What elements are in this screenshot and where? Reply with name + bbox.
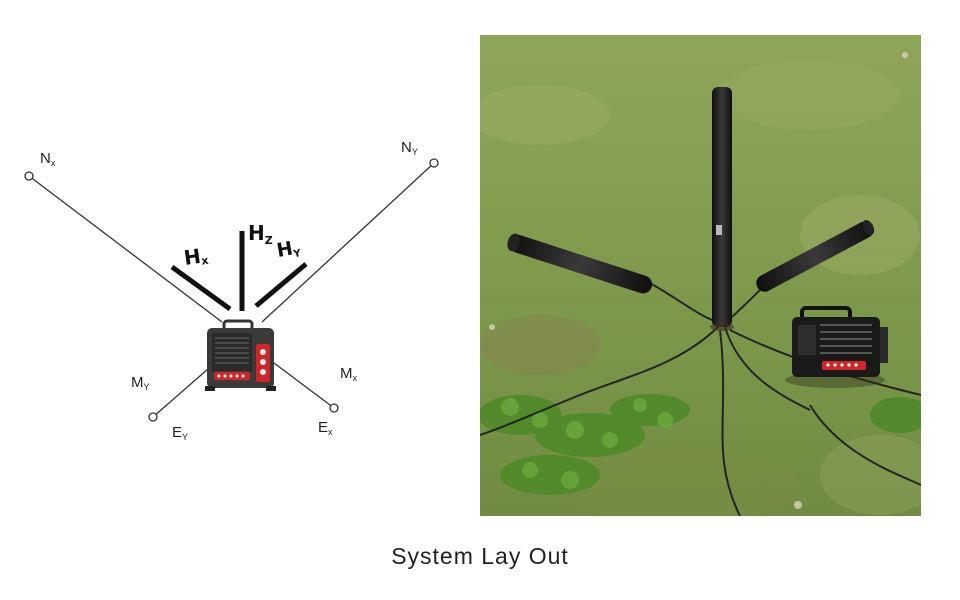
nx-label: N <box>40 150 51 167</box>
hz-label-sub: Z <box>265 234 273 247</box>
ey-label-sub: Y <box>182 432 188 442</box>
svg-text:Hx: Hx <box>182 243 209 270</box>
caption: System Lay Out <box>391 543 569 569</box>
hy-label-sub: Y <box>292 248 303 260</box>
ex-cable <box>269 359 335 409</box>
my-label-sub: Y <box>144 382 150 392</box>
ny-electrode <box>429 158 439 168</box>
ex-label-sub: x <box>328 427 333 437</box>
ey-cable <box>152 361 217 418</box>
ny-label: N <box>401 139 412 156</box>
ny-cable <box>261 162 435 323</box>
nx-label-sub: x <box>51 158 56 168</box>
layout-diagram: Nx NY Hx HZ HY MY Mx EY Ex <box>24 139 439 442</box>
hy-label: H <box>275 237 294 261</box>
hz-label: H <box>248 221 265 245</box>
mx-label: M <box>340 365 353 382</box>
receiver-device-icon <box>205 319 276 391</box>
ny-label-sub: Y <box>412 147 418 157</box>
ey-label: E <box>172 424 182 441</box>
svg-text:Mx: Mx <box>340 365 358 383</box>
field-photo-icon <box>480 35 921 516</box>
hx-label-sub: x <box>200 254 209 268</box>
svg-text:Nx: Nx <box>40 150 56 168</box>
svg-text:HY: HY <box>275 236 303 263</box>
hx-coil <box>170 264 232 312</box>
nx-cable <box>28 175 223 323</box>
svg-text:MY: MY <box>131 374 150 392</box>
nx-electrode <box>24 171 34 181</box>
svg-text:Ex: Ex <box>318 419 333 437</box>
svg-text:NY: NY <box>401 139 418 157</box>
ex-label: E <box>318 419 328 436</box>
field-photo <box>480 35 921 516</box>
svg-text:EY: EY <box>172 424 188 442</box>
svg-text:HZ: HZ <box>248 221 273 247</box>
ey-electrode <box>148 412 158 422</box>
ex-electrode <box>329 403 339 413</box>
my-label: M <box>131 374 144 391</box>
mx-label-sub: x <box>353 373 358 383</box>
hy-coil <box>254 262 308 308</box>
hx-label: H <box>182 244 202 270</box>
